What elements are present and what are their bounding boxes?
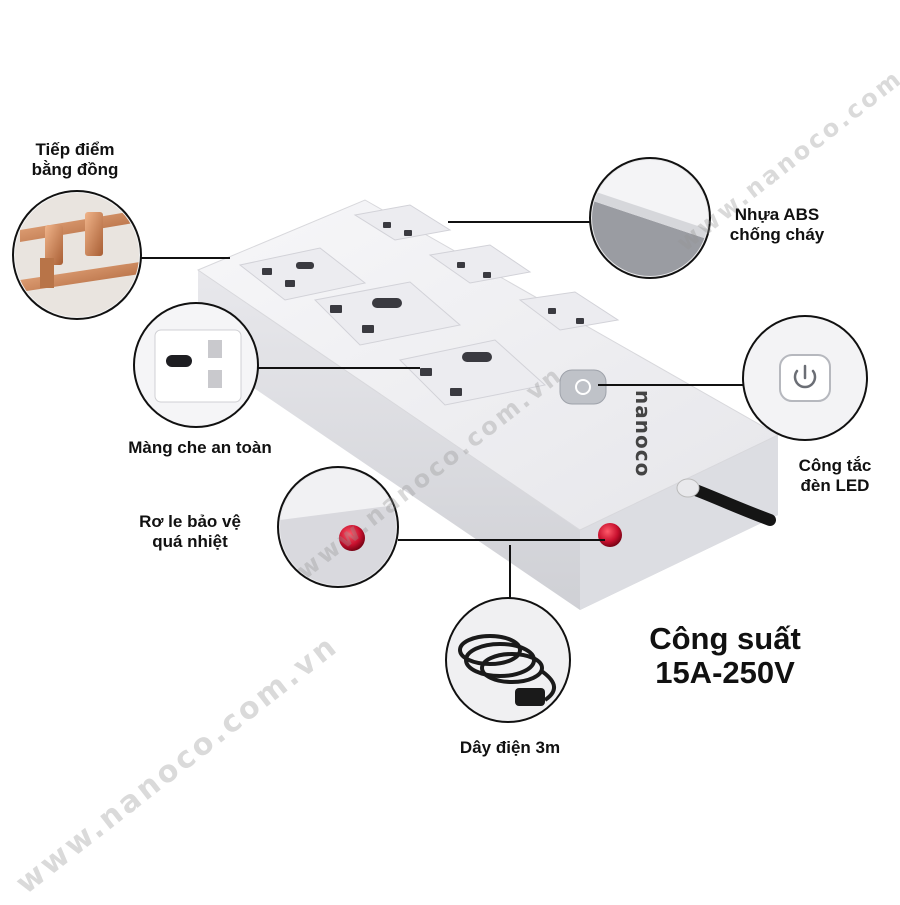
power-strip bbox=[196, 199, 780, 610]
socket bbox=[313, 281, 462, 346]
safety-shutter-image bbox=[154, 329, 242, 403]
brand-logo: nanoco bbox=[631, 390, 655, 478]
socket bbox=[518, 291, 620, 331]
leader-lines bbox=[140, 221, 745, 600]
socket bbox=[238, 247, 367, 301]
label-safety-shutter: Màng che an toàn bbox=[128, 438, 272, 457]
label-thermal-relay: Rơ le bảo vệ quá nhiệt bbox=[139, 512, 241, 551]
abs-plastic-image bbox=[592, 160, 708, 276]
socket bbox=[353, 204, 452, 241]
led-switch-button[interactable] bbox=[559, 369, 607, 405]
power-cord-image bbox=[458, 634, 556, 702]
label-power-cord: Dây điện 3m bbox=[459, 738, 561, 757]
socket-holes bbox=[262, 222, 584, 396]
copper-contacts-image bbox=[15, 193, 139, 317]
label-abs-plastic: Nhựa ABS chống cháy bbox=[729, 205, 825, 244]
label-copper-contacts: Tiếp điểm bằng đồng bbox=[31, 140, 119, 179]
strip-front-face bbox=[580, 435, 778, 610]
power-rating: Công suất 15A-250V bbox=[600, 622, 850, 690]
socket bbox=[428, 244, 532, 284]
power-rating-value: 15A-250V bbox=[655, 655, 795, 690]
callout-power-cord bbox=[445, 597, 571, 723]
relay-button bbox=[598, 523, 622, 547]
label-led-switch: Công tắc đèn LED bbox=[798, 456, 872, 495]
socket bbox=[398, 339, 547, 406]
callout-thermal-relay bbox=[277, 466, 399, 588]
callout-abs-plastic bbox=[589, 157, 711, 279]
callout-led-switch bbox=[742, 315, 868, 441]
callout-safety-shutter bbox=[133, 302, 259, 428]
power-rating-title: Công suất bbox=[649, 621, 801, 656]
callout-copper-contacts bbox=[12, 190, 142, 320]
socket-row bbox=[238, 204, 620, 406]
power-icon bbox=[793, 364, 817, 389]
